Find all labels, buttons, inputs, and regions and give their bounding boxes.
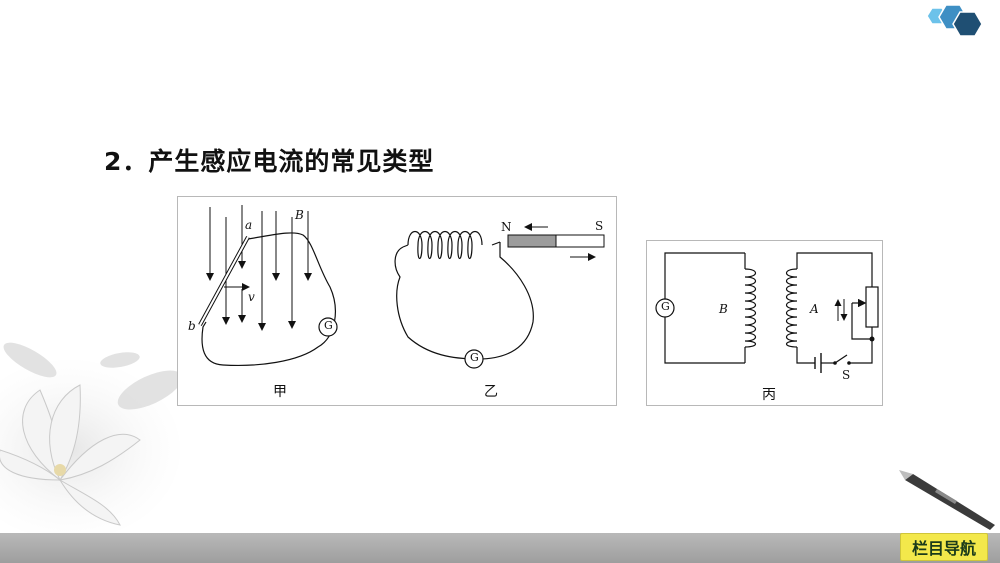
label-b: b	[188, 319, 196, 333]
diagram-bing	[655, 252, 879, 373]
circuit-loop-jia	[201, 232, 336, 366]
coil-b	[744, 268, 757, 348]
label-coil-a: A	[810, 302, 819, 316]
flower-decoration-icon	[0, 342, 183, 535]
caption-bing: 丙	[762, 387, 776, 403]
label-south: S	[595, 219, 604, 233]
galvanometer-jia-label: G	[324, 319, 333, 332]
galvanometer-yi-icon	[464, 349, 484, 369]
pen-decoration-icon	[899, 470, 995, 530]
magnet-north-half	[507, 234, 557, 248]
bottom-bar	[0, 533, 1000, 563]
figure-panel-jia-yi: a b B v G N S G 甲 乙	[177, 196, 617, 406]
coil-a	[785, 268, 798, 348]
section-heading: 2．产生感应电流的常见类型	[104, 147, 435, 176]
label-switch: S	[842, 368, 851, 382]
label-velocity: v	[248, 290, 255, 304]
label-field-b: B	[295, 208, 304, 222]
label-north: N	[501, 220, 512, 234]
label-coil-b: B	[719, 302, 728, 316]
caption-jia: 甲	[273, 384, 287, 400]
diagram-jia-yi	[198, 205, 605, 369]
magnetic-field-lines	[206, 205, 312, 331]
galvanometer-bing-icon	[655, 298, 675, 318]
caption-yi: 乙	[484, 384, 498, 400]
galvanometer-bing-label: G	[661, 300, 670, 313]
hexagon-decoration-icon	[926, 4, 983, 37]
section-navigation-button[interactable]: 栏目导航	[900, 533, 988, 561]
galvanometer-yi-label: G	[470, 351, 479, 364]
magnet-south-half	[555, 234, 605, 248]
label-a: a	[245, 218, 253, 232]
figure-panel-bing: G B A S 丙	[646, 240, 883, 406]
galvanometer-jia-icon	[318, 317, 338, 337]
coil-yi	[394, 230, 534, 360]
